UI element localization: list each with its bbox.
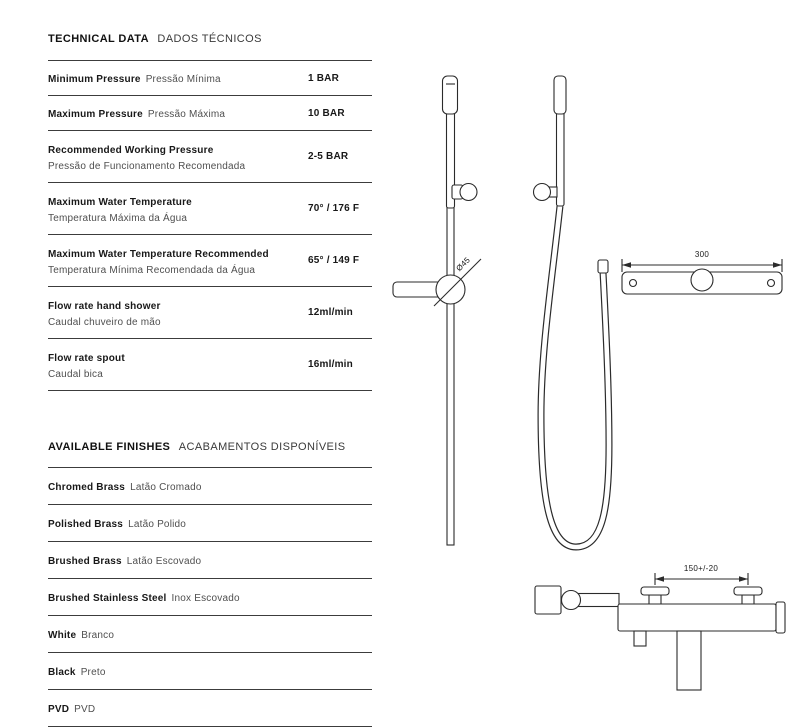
row-value: 2-5 BAR (308, 151, 349, 162)
finish-label-en: Chromed Brass (48, 482, 126, 493)
wall-bracket (534, 585, 562, 615)
diameter-leader-line (433, 258, 482, 307)
dim-arrow-right (773, 262, 782, 268)
finish-label-en: Brushed Brass (48, 556, 122, 567)
row-value: 1 BAR (308, 72, 340, 84)
hand-shower-head (441, 75, 459, 115)
finish-label-en: White (48, 630, 77, 641)
mixer-body (617, 603, 777, 632)
bracket-knob (560, 589, 582, 611)
table-row: Maximum Pressure Pressão Máxima 10 BAR (48, 95, 372, 130)
side-view-diagram (532, 75, 613, 551)
finish-label-en: PVD (48, 704, 70, 715)
front-view-diagram (392, 75, 482, 546)
row-label-en: Maximum Water Temperature Recommended (48, 249, 269, 260)
center-knob-top-view (690, 268, 714, 292)
connection-spacing-label: 150+/-20 (684, 564, 718, 573)
heading-pt: ACABAMENTOS DISPONÍVEIS (178, 441, 346, 453)
finish-label-pt: Latão Cromado (130, 482, 202, 493)
row-label-en: Recommended Working Pressure (48, 145, 214, 156)
finish-label-pt: Latão Escovado (126, 556, 202, 567)
row-value: 10 BAR (308, 107, 345, 119)
dim-arrow-left (622, 262, 631, 268)
shower-hose-inner (538, 205, 612, 550)
table-row: Minimum Pressure Pressão Mínima 1 BAR (48, 60, 372, 95)
finish-row: Brushed Brass Latão Escovado (48, 541, 372, 578)
row-label-pt: Caudal chuveiro de mão (48, 317, 161, 328)
technical-data-table: Minimum Pressure Pressão Mínima 1 BAR Max… (48, 60, 372, 391)
heading-en: TECHNICAL DATA (48, 33, 149, 45)
finish-label-en: Black (48, 667, 76, 678)
row-value: 12ml/min (308, 307, 353, 318)
hand-shower-head-side (553, 75, 567, 115)
row-value: 70° / 176 F (308, 203, 360, 214)
row-label-en: Flow rate spout (48, 353, 125, 364)
finish-label-en: Brushed Stainless Steel (48, 593, 167, 604)
finish-label-pt: Latão Polido (128, 519, 187, 530)
row-label-pt: Pressão Máxima (147, 109, 226, 120)
row-label: Maximum Pressure Pressão Máxima (48, 96, 308, 130)
finish-row: Black Preto (48, 652, 372, 689)
hose-connector (597, 259, 609, 274)
diverter (633, 630, 647, 647)
shower-hose-outer (537, 205, 613, 551)
finish-label-pt: Branco (81, 630, 115, 641)
technical-drawings: Ø45 300 (392, 75, 786, 691)
finish-label-pt: PVD (74, 704, 96, 715)
row-label-pt: Temperatura Máxima da Água (48, 213, 188, 224)
dim-arrow-right (739, 576, 748, 582)
finish-row: PVD PVD (48, 689, 372, 726)
datasheet-page: TECHNICAL DATA DADOS TÉCNICOS Minimum Pr… (48, 33, 786, 727)
top-view-diagram (621, 259, 783, 295)
row-label-en: Maximum Water Temperature (48, 197, 192, 208)
finish-row: Brushed Stainless Steel Inox Escovado (48, 578, 372, 615)
handle-cap-right (733, 586, 763, 596)
row-value: 16ml/min (308, 359, 353, 370)
finish-row: Polished Brass Latão Polido (48, 504, 372, 541)
available-finishes-heading: AVAILABLE FINISHES ACABAMENTOS DISPONÍVE… (48, 441, 372, 454)
row-label: Minimum Pressure Pressão Mínima (48, 61, 308, 95)
end-screw-left (628, 278, 638, 288)
dim-arrow-left (655, 576, 664, 582)
row-label-en: Maximum Pressure (48, 109, 143, 120)
slide-rail (446, 206, 455, 546)
row-label-en: Flow rate hand shower (48, 301, 161, 312)
row-label-pt: Pressão Mínima (145, 74, 221, 85)
finish-label-pt: Inox Escovado (171, 593, 240, 604)
bar-width-label: 300 (695, 250, 709, 259)
row-label-pt: Pressão de Funcionamento Recomendada (48, 161, 246, 172)
slider-knob-side (532, 182, 552, 202)
body-end-cap (775, 601, 786, 634)
row-label-pt: Caudal bica (48, 369, 104, 380)
spec-column: TECHNICAL DATA DADOS TÉCNICOS Minimum Pr… (48, 33, 372, 727)
row-label-en: Minimum Pressure (48, 74, 141, 85)
finishes-table: Chromed Brass Latão Cromado Polished Bras… (48, 467, 372, 727)
hand-shower-handle-side (555, 111, 565, 207)
finish-label-en: Polished Brass (48, 519, 124, 530)
heading-en: AVAILABLE FINISHES (48, 441, 171, 453)
slider-knob (459, 182, 478, 202)
heading-pt: DADOS TÉCNICOS (157, 33, 262, 45)
row-value: 65° / 149 F (308, 255, 360, 266)
tub-spout (676, 630, 702, 691)
handle-cap-left (640, 586, 670, 596)
end-screw-right (766, 278, 776, 288)
finish-row: White Branco (48, 615, 372, 652)
row-label-pt: Temperatura Mínima Recomendada da Água (48, 265, 256, 276)
mixer-front-diagram (534, 573, 786, 691)
finish-row: Chromed Brass Latão Cromado (48, 467, 372, 504)
technical-data-heading: TECHNICAL DATA DADOS TÉCNICOS (48, 33, 372, 46)
finish-label-pt: Preto (80, 667, 106, 678)
